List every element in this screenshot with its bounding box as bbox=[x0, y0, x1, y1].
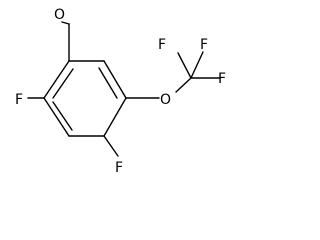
molecule-svg: O F F O F F F bbox=[15, 7, 226, 176]
aldehyde-oxygen-label: O bbox=[54, 7, 65, 23]
ring-bond-c4-c5 bbox=[103, 97, 127, 137]
ring-bond-c5-c6-inner bbox=[98, 67, 118, 99]
ether-oxygen-label: O bbox=[160, 92, 171, 108]
o-ether-cf3-bond bbox=[175, 77, 192, 93]
aldehyde-co-double-bond-1 bbox=[61, 21, 70, 25]
f-para-bond bbox=[103, 135, 119, 157]
ring-bond-c3-c3-inner bbox=[52, 101, 73, 131]
cf3-f-left-bond bbox=[177, 52, 192, 79]
fluorine-para-label: F bbox=[115, 160, 123, 176]
fluorine-ortho-label: F bbox=[15, 92, 23, 108]
cf3-fluorine-right-label: F bbox=[200, 37, 208, 53]
ring-bond-c1-c2 bbox=[43, 60, 70, 99]
cf3-fluorine-left-label: F bbox=[158, 37, 166, 53]
ring-bond-c5-c6 bbox=[103, 60, 127, 99]
structure-diagram: O F F O F F F bbox=[15, 7, 226, 176]
ring-bond-c1-c2-inner bbox=[52, 68, 74, 99]
cf3-fluorine-bottom-label: F bbox=[218, 71, 226, 87]
ring-bond-c2-c3 bbox=[43, 97, 70, 137]
cf3-f-right-bond bbox=[190, 51, 204, 79]
